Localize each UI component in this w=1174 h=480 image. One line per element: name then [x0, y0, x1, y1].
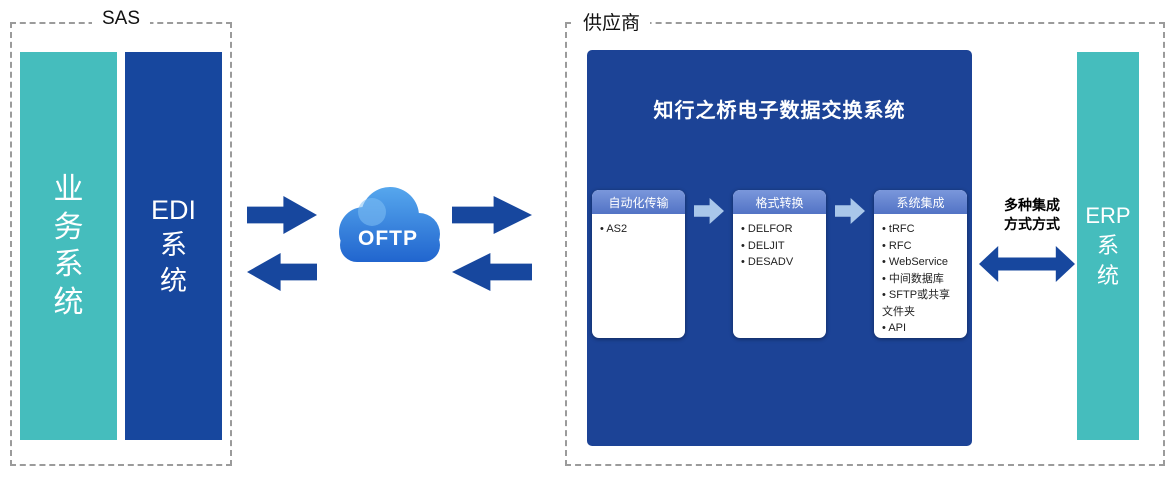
card-header: 系统集成 — [874, 190, 967, 214]
card-item: DELFOR — [741, 221, 820, 238]
card-body: AS2 — [592, 214, 685, 244]
edi-bar-line: 系 — [160, 230, 187, 261]
business-bar-char: 统 — [53, 285, 84, 319]
flow-arrow-right-icon — [247, 196, 317, 234]
card-body: DELFOR DELJIT DESADV — [733, 214, 826, 277]
process-card-transfer: 自动化传输 AS2 — [592, 190, 685, 338]
edi-bar-line: 统 — [160, 265, 187, 296]
flow-arrow-left-icon — [247, 253, 317, 291]
platform-title: 知行之桥电子数据交换系统 — [653, 100, 906, 122]
integration-note-line: 方式方式 — [1004, 215, 1060, 232]
flow-arrow-right-icon — [452, 196, 532, 234]
flow-arrow-left-icon — [452, 253, 532, 291]
supplier-group-box: 供应商 知行之桥电子数据交换系统 自动化传输 AS2 格式转换 DELFOR D… — [565, 8, 1165, 466]
card-item: AS2 — [600, 221, 679, 238]
card-item: DESADV — [741, 254, 820, 271]
business-bar-char: 系 — [53, 248, 84, 281]
step-arrow-right-icon — [835, 198, 865, 224]
business-bar-char: 业 — [53, 173, 84, 206]
erp-bar-line: 统 — [1096, 262, 1119, 288]
edi-system-bar: EDI 系 统 — [125, 52, 222, 440]
supplier-group-label: 供应商 — [573, 8, 651, 35]
card-item: SFTP或共享文件夹 — [882, 287, 961, 320]
business-system-bar: 业 务 系 统 — [20, 52, 117, 440]
card-item: tRFC — [882, 221, 961, 238]
card-item: RFC — [882, 238, 961, 255]
integration-note: 多种集成 方式方式 — [980, 196, 1084, 234]
edi-platform-panel: 知行之桥电子数据交换系统 自动化传输 AS2 格式转换 DELFOR DELJI… — [587, 50, 972, 446]
card-header: 自动化传输 — [592, 190, 685, 214]
edi-bar-line: EDI — [150, 195, 196, 226]
business-bar-char: 务 — [53, 210, 84, 244]
sas-group-label: SAS — [91, 8, 151, 30]
erp-system-bar: ERP 系 统 — [1077, 52, 1139, 440]
card-item: 中间数据库 — [882, 271, 961, 288]
sas-group-box: SAS 业 务 系 统 EDI 系 统 — [10, 8, 232, 466]
card-body: tRFC RFC WebService 中间数据库 SFTP或共享文件夹 API — [874, 214, 967, 338]
oftp-cloud-icon: OFTP — [322, 176, 454, 284]
card-item: API — [882, 320, 961, 337]
cloud-protocol-label: OFTP — [358, 226, 418, 250]
step-arrow-right-icon — [694, 198, 724, 224]
process-card-integration: 系统集成 tRFC RFC WebService 中间数据库 SFTP或共享文件… — [874, 190, 967, 338]
erp-bar-line: ERP — [1085, 203, 1131, 229]
card-item: DELJIT — [741, 238, 820, 255]
card-header: 格式转换 — [733, 190, 826, 214]
integration-note-line: 多种集成 — [1004, 197, 1060, 213]
erp-bar-line: 系 — [1096, 233, 1119, 259]
bidirectional-arrow-icon — [979, 246, 1075, 282]
process-cards-row: 自动化传输 AS2 格式转换 DELFOR DELJIT DESADV — [587, 190, 972, 338]
process-card-format: 格式转换 DELFOR DELJIT DESADV — [733, 190, 826, 338]
card-item: WebService — [882, 254, 961, 271]
